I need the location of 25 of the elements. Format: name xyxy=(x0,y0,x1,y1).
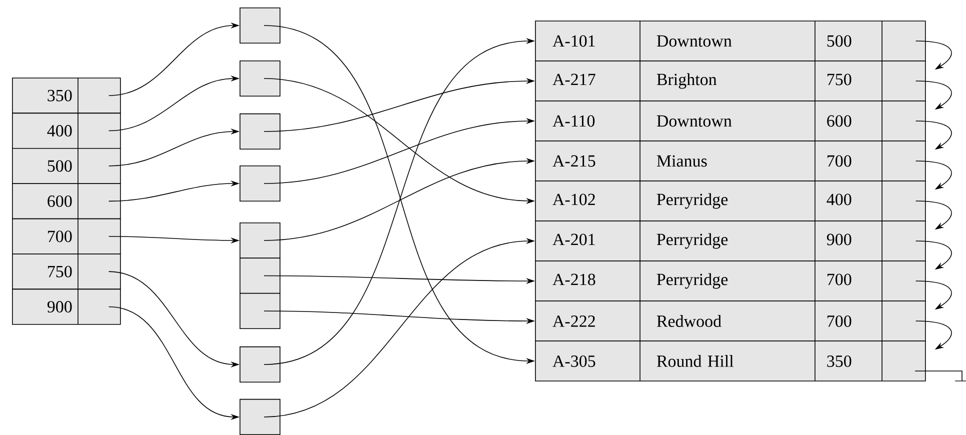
bucket-box xyxy=(240,113,280,150)
record-row: A-110 Downtown 600 xyxy=(535,100,926,142)
record-row: A-101 Downtown 500 xyxy=(535,20,926,62)
index-entry: 400 xyxy=(12,112,121,149)
bucket-box xyxy=(240,7,280,44)
record-row: A-218 Perryridge 700 xyxy=(535,260,926,302)
record-row: A-217 Brighton 750 xyxy=(535,60,926,102)
bucket-box xyxy=(240,165,280,202)
index-entry: 350 xyxy=(12,78,121,114)
bucket-box xyxy=(240,222,280,259)
record-row: A-222 Redwood 700 xyxy=(535,300,926,342)
index-entry: 600 xyxy=(12,183,121,220)
index-entry: 900 xyxy=(12,288,121,325)
bucket-box xyxy=(240,398,280,435)
index-entry: 500 xyxy=(12,148,121,184)
record-row: A-102 Perryridge 400 xyxy=(535,180,926,222)
bucket-box xyxy=(240,60,280,97)
index-entry: 750 xyxy=(12,254,121,290)
record-row: A-201 Perryridge 900 xyxy=(535,220,926,262)
bucket-box xyxy=(240,346,280,383)
index-entry: 700 xyxy=(12,218,121,254)
record-row: A-305 Round Hill 350 xyxy=(535,340,926,382)
record-row: A-215 Mianus 700 xyxy=(535,140,926,182)
bucket-box xyxy=(240,258,280,294)
bucket-box xyxy=(240,292,280,330)
